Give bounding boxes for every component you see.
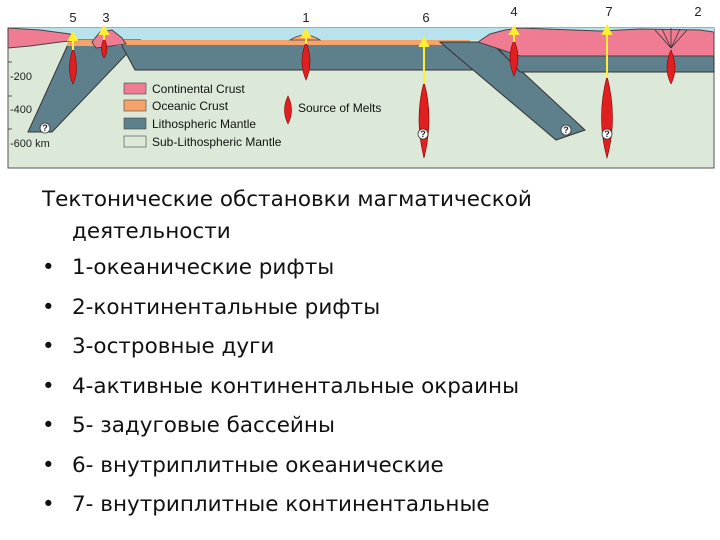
melt-site-3 (101, 37, 108, 59)
arrowhead-site-3 (98, 24, 110, 35)
legend: Continental Crust Oceanic Crust Lithosph… (123, 82, 381, 149)
legend-swatch-oceanic-crust (123, 99, 147, 112)
melt-site-4 (509, 39, 519, 77)
site-number-3: 3 (102, 10, 109, 25)
legend-melt-icon (284, 95, 292, 125)
list-item: 2-континентальные рифты (42, 288, 702, 328)
svg-text:?: ? (42, 123, 48, 133)
site-number-7: 7 (605, 4, 612, 19)
rift-fault-lines (654, 28, 688, 49)
legend-label-sub-lithospheric-mantle: Sub-Lithospheric Mantle (152, 135, 282, 149)
legend-swatch-sub-lithospheric-mantle (123, 135, 147, 148)
legend-label-source-of-melts: Source of Melts (298, 101, 381, 115)
arrowhead-site-7 (601, 23, 613, 35)
legend-label-oceanic-crust: Oceanic Crust (152, 99, 229, 113)
list-item: 4-активные континентальные окраины (42, 367, 702, 407)
oceanic-crust-band (120, 40, 470, 45)
unknown-markers: ? ? ? ? (39, 122, 613, 140)
arrowhead-site-4 (508, 24, 520, 35)
site-number-2: 2 (694, 4, 701, 19)
arrowhead-site-6 (418, 35, 430, 47)
heading-line-2: деятельности (72, 219, 231, 244)
legend-swatch-continental-crust (123, 82, 147, 95)
depth-ticks (8, 61, 12, 130)
legend-label-lithospheric-mantle: Lithospheric Mantle (152, 117, 256, 131)
heading-line-1: Тектонические обстановки магматической (42, 187, 532, 212)
right-subducting-slab (438, 41, 586, 141)
depth-label-200: -200 (10, 71, 32, 83)
list-item: 5- задуговые бассейны (42, 406, 702, 446)
site-number-4: 4 (510, 4, 517, 19)
tectonic-cross-section: ? ? ? ? 5 3 1 6 4 7 2 -200 -400 -600 km … (7, 4, 715, 169)
svg-text:?: ? (420, 129, 426, 139)
site-number-5: 5 (69, 10, 76, 25)
list-item: 1-океанические рифты (42, 248, 702, 288)
slide-heading: Тектонические обстановки магматической д… (42, 184, 702, 248)
list-item: 7- внутриплитные континентальные (42, 485, 702, 525)
svg-text:?: ? (604, 129, 610, 139)
arrowhead-site-1 (300, 27, 312, 38)
arrowhead-site-5 (67, 30, 79, 41)
depth-label-600: -600 km (10, 138, 50, 150)
site-number-6: 6 (422, 10, 429, 25)
setting-list: 1-океанические рифты 2-континентальные р… (42, 248, 702, 525)
svg-text:?: ? (563, 125, 569, 135)
melt-site-5 (69, 47, 77, 85)
list-item: 6- внутриплитные океанические (42, 446, 702, 486)
right-continental-crust (476, 27, 715, 57)
list-item: 3-островные дуги (42, 327, 702, 367)
slide-text: Тектонические обстановки магматической д… (42, 184, 702, 525)
melt-site-1 (301, 41, 311, 81)
depth-label-400: -400 (10, 104, 32, 116)
melt-site-2 (666, 49, 676, 85)
legend-label-continental-crust: Continental Crust (152, 82, 245, 96)
legend-swatch-lithospheric-mantle (123, 117, 147, 130)
site-number-1: 1 (302, 10, 309, 25)
